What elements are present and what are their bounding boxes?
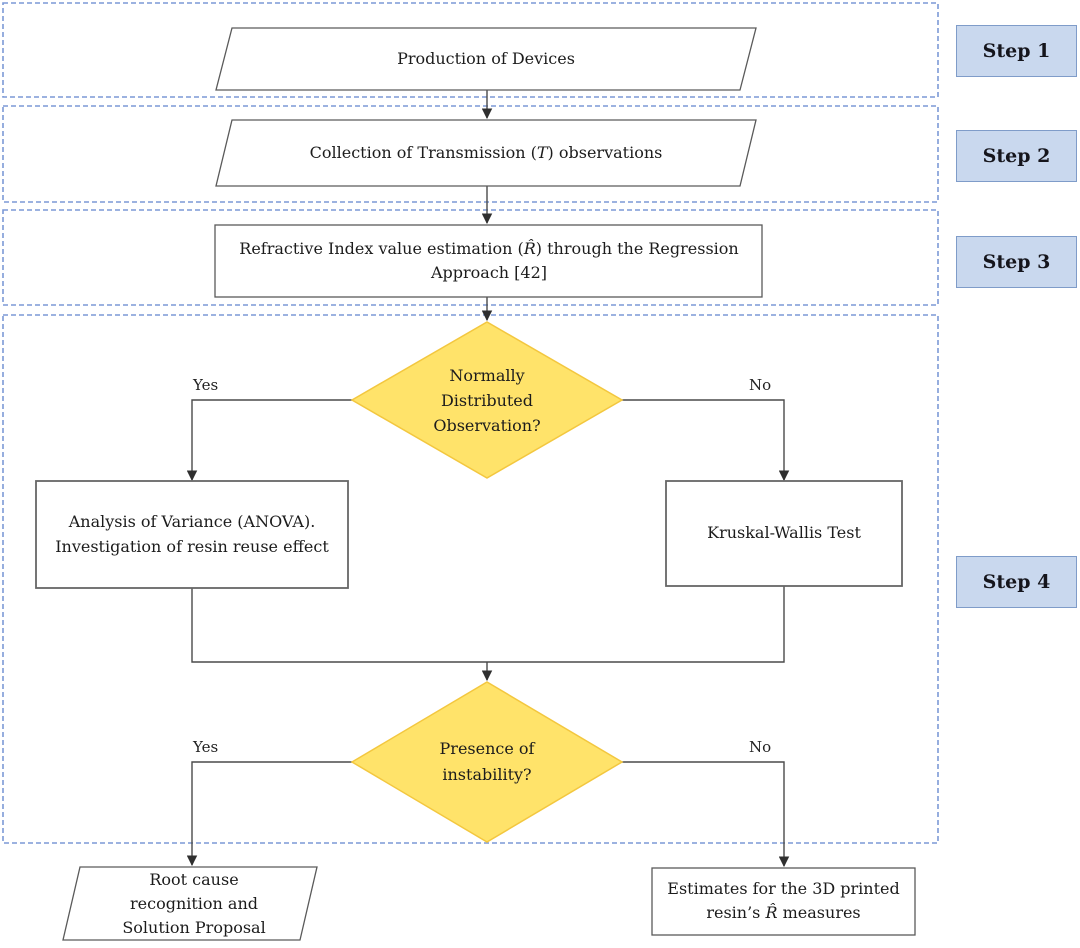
rootcause-node-text: Root cause recognition and Solution Prop… xyxy=(80,868,308,940)
instability-decision-diamond xyxy=(350,681,624,843)
rootcause-line1: Root cause xyxy=(149,870,239,889)
anova-line1: Analysis of Variance (ANOVA). xyxy=(68,512,316,531)
instability-line2: instability? xyxy=(442,765,532,784)
kruskal-label: Kruskal-Wallis Test xyxy=(707,523,861,542)
normality-line1: Normally xyxy=(449,366,525,385)
instability-no-label: No xyxy=(749,738,772,756)
rootcause-line3: Solution Proposal xyxy=(122,918,266,937)
normality-yes-label: Yes xyxy=(193,376,219,394)
normality-decision-diamond xyxy=(350,321,624,479)
refractive-index-symbol: R̂ xyxy=(523,239,536,258)
arrow-instability-yes-to-rootcause xyxy=(186,761,352,867)
normality-decision-text: Normally Distributed Observation? xyxy=(387,363,587,438)
rootcause-line2: recognition and xyxy=(129,894,259,913)
production-parallelogram xyxy=(215,27,757,91)
production-node-text: Production of Devices xyxy=(220,30,752,88)
instability-decision-text: Presence of instability? xyxy=(387,734,587,790)
estimates-node-text: Estimates for the 3D printed resin’s R̂ … xyxy=(654,870,913,932)
regression-text-post: ) through the Regression xyxy=(535,239,739,258)
anova-node-text: Analysis of Variance (ANOVA). Investigat… xyxy=(40,484,344,584)
collection-label: Collection of Transmission (T) observati… xyxy=(310,141,663,165)
rootcause-parallelogram xyxy=(62,866,318,941)
estimates-rect xyxy=(651,867,916,936)
estimates-text-pre: resin’s xyxy=(706,903,766,922)
regression-rect xyxy=(214,224,763,298)
step2-region xyxy=(2,105,939,203)
regression-text-pre: Refractive Index value estimation ( xyxy=(239,239,524,258)
production-label: Production of Devices xyxy=(397,49,575,68)
step2-badge: Step 2 xyxy=(956,130,1077,182)
estimates-line2: resin’s R̂ measures xyxy=(706,901,860,925)
collection-text-post: ) observations xyxy=(547,143,663,162)
collection-node-text: Collection of Transmission (T) observati… xyxy=(220,122,752,184)
regression-line1: Refractive Index value estimation (R̂) t… xyxy=(239,237,738,261)
transmission-symbol: T xyxy=(536,143,548,162)
estimates-text-post: measures xyxy=(777,903,861,922)
instability-line1: Presence of xyxy=(439,739,535,758)
step4-region xyxy=(2,314,939,844)
step4-badge: Step 4 xyxy=(956,556,1077,608)
instability-yes-label: Yes xyxy=(193,738,219,756)
step1-badge: Step 1 xyxy=(956,25,1077,77)
step3-badge: Step 3 xyxy=(956,236,1077,288)
kruskal-rect xyxy=(665,480,903,587)
normality-line2: Distributed xyxy=(440,391,534,410)
normality-no-label: No xyxy=(749,376,772,394)
kruskal-node-text: Kruskal-Wallis Test xyxy=(668,483,900,583)
arrow-normality-no-to-kruskal xyxy=(622,399,790,482)
anova-rect xyxy=(35,480,349,589)
connector-merge xyxy=(191,586,785,663)
collection-text-pre: Collection of Transmission ( xyxy=(309,143,537,162)
regression-node-text: Refractive Index value estimation (R̂) t… xyxy=(219,228,759,294)
collection-parallelogram xyxy=(215,119,757,187)
normality-line3: Observation? xyxy=(433,416,541,435)
anova-line2: Investigation of resin reuse effect xyxy=(55,537,329,556)
arrow-instability-no-to-estimates xyxy=(622,761,790,868)
estimates-line1: Estimates for the 3D printed xyxy=(667,879,900,898)
step3-region xyxy=(2,209,939,306)
regression-line2: Approach [42] xyxy=(430,263,548,282)
step1-region xyxy=(2,2,939,98)
arrow-normality-yes-to-anova xyxy=(186,399,352,482)
refractive-index-symbol-2: R̂ xyxy=(765,903,778,922)
